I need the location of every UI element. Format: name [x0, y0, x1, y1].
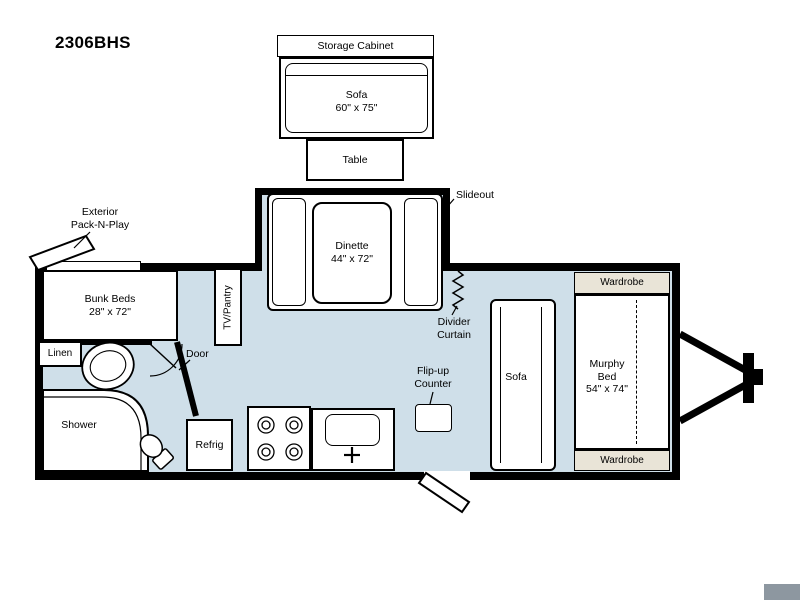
dinette-label: Dinette 44" x 72" [331, 240, 373, 265]
sofa: Sofa [490, 299, 556, 471]
sofa-label: Sofa [505, 371, 527, 383]
dinette-table: Dinette 44" x 72" [312, 202, 392, 304]
refrigerator: Refrig [186, 419, 233, 471]
model-number: 2306BHS [55, 33, 131, 52]
storage-cabinet-label: Storage Cabinet [317, 39, 394, 52]
bunk-beds-label: Bunk Beds 28" x 72" [84, 292, 136, 318]
dinette: Dinette 44" x 72" [267, 193, 443, 311]
pack-n-play-pointer [73, 231, 91, 249]
exterior-sofa: Sofa 60" x 75" [279, 57, 434, 139]
hitch-coupler [754, 369, 763, 385]
shower-label: Shower [61, 419, 97, 431]
murphy-bed-fold-line [636, 300, 637, 444]
exterior-sofa-backrest-line [285, 75, 428, 76]
pack-n-play-label: Exterior Pack-N-Play [70, 206, 130, 231]
exterior-sofa-cushion-outline [285, 63, 428, 133]
exterior-table-label: Table [342, 153, 368, 166]
entry-door-opening [424, 471, 470, 482]
tv-pantry-cabinet: TV/Pantry [214, 268, 242, 346]
wardrobe-top: Wardrobe [574, 272, 670, 294]
wardrobe-bottom: Wardrobe [574, 450, 670, 471]
linen-cabinet: Linen [38, 341, 82, 367]
wardrobe-top-label: Wardrobe [600, 277, 644, 288]
refrigerator-label: Refrig [195, 438, 224, 451]
door-label: Door [186, 348, 209, 360]
murphy-bed-label: Murphy Bed 54" x 74" [586, 358, 628, 396]
stove [247, 406, 311, 471]
watermark-corner [764, 584, 800, 600]
flip-up-counter [415, 404, 452, 432]
slideout-label: Slideout [456, 189, 494, 201]
hitch-arm-bottom [678, 380, 749, 425]
dinette-bench-right [404, 198, 438, 306]
kitchen-sink-basin [325, 414, 380, 446]
murphy-bed: Murphy Bed 54" x 74" [574, 294, 670, 450]
tv-pantry-label: TV/Pantry [222, 284, 234, 330]
dinette-bench-left [272, 198, 306, 306]
wardrobe-bottom-label: Wardrobe [600, 454, 644, 466]
flip-up-counter-label: Flip-up Counter [414, 365, 452, 390]
hitch-arm-top [678, 330, 749, 375]
hitch-frame [678, 330, 763, 425]
hitch-jack [743, 353, 754, 403]
divider-curtain-label: Divider Curtain [437, 316, 471, 341]
linen-label: Linen [47, 348, 73, 359]
sofa-seat-line [500, 307, 501, 463]
exterior-sofa-label: Sofa 60" x 75" [335, 89, 378, 114]
bunk-beds: Bunk Beds 28" x 72" [42, 270, 178, 341]
storage-cabinet: Storage Cabinet [277, 35, 434, 57]
exterior-table: Table [306, 139, 404, 181]
sofa-backrest-line [541, 307, 542, 463]
